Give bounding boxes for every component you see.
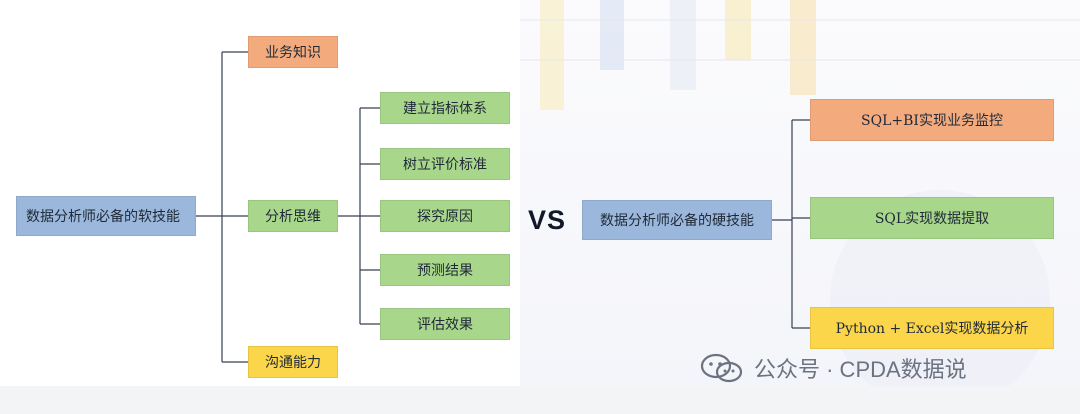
branch-analytical-thinking: 分析思维	[248, 200, 338, 232]
branch-business-knowledge: 业务知识	[248, 36, 338, 68]
step-predict-results: 预测结果	[380, 254, 510, 286]
soft-skills-root: 数据分析师必备的软技能	[16, 196, 196, 236]
hard-skills-root: 数据分析师必备的硬技能	[582, 200, 772, 240]
hard-skill-sql-extraction: SQL实现数据提取	[810, 197, 1054, 239]
step-explore-causes: 探究原因	[380, 200, 510, 232]
step-set-standards: 树立评价标准	[380, 148, 510, 180]
step-build-metrics: 建立指标体系	[380, 92, 510, 124]
vs-label: VS	[528, 205, 567, 235]
hard-skill-python-excel: Python + Excel实现数据分析	[810, 307, 1054, 349]
watermark: 公众号 · CPDA数据说	[700, 352, 967, 384]
hard-skill-sql-bi: SQL+BI实现业务监控	[810, 99, 1054, 141]
watermark-text: 公众号 · CPDA数据说	[754, 357, 967, 382]
wechat-icon	[700, 353, 743, 383]
branch-communication: 沟通能力	[248, 346, 338, 378]
step-evaluate-effect: 评估效果	[380, 308, 510, 340]
